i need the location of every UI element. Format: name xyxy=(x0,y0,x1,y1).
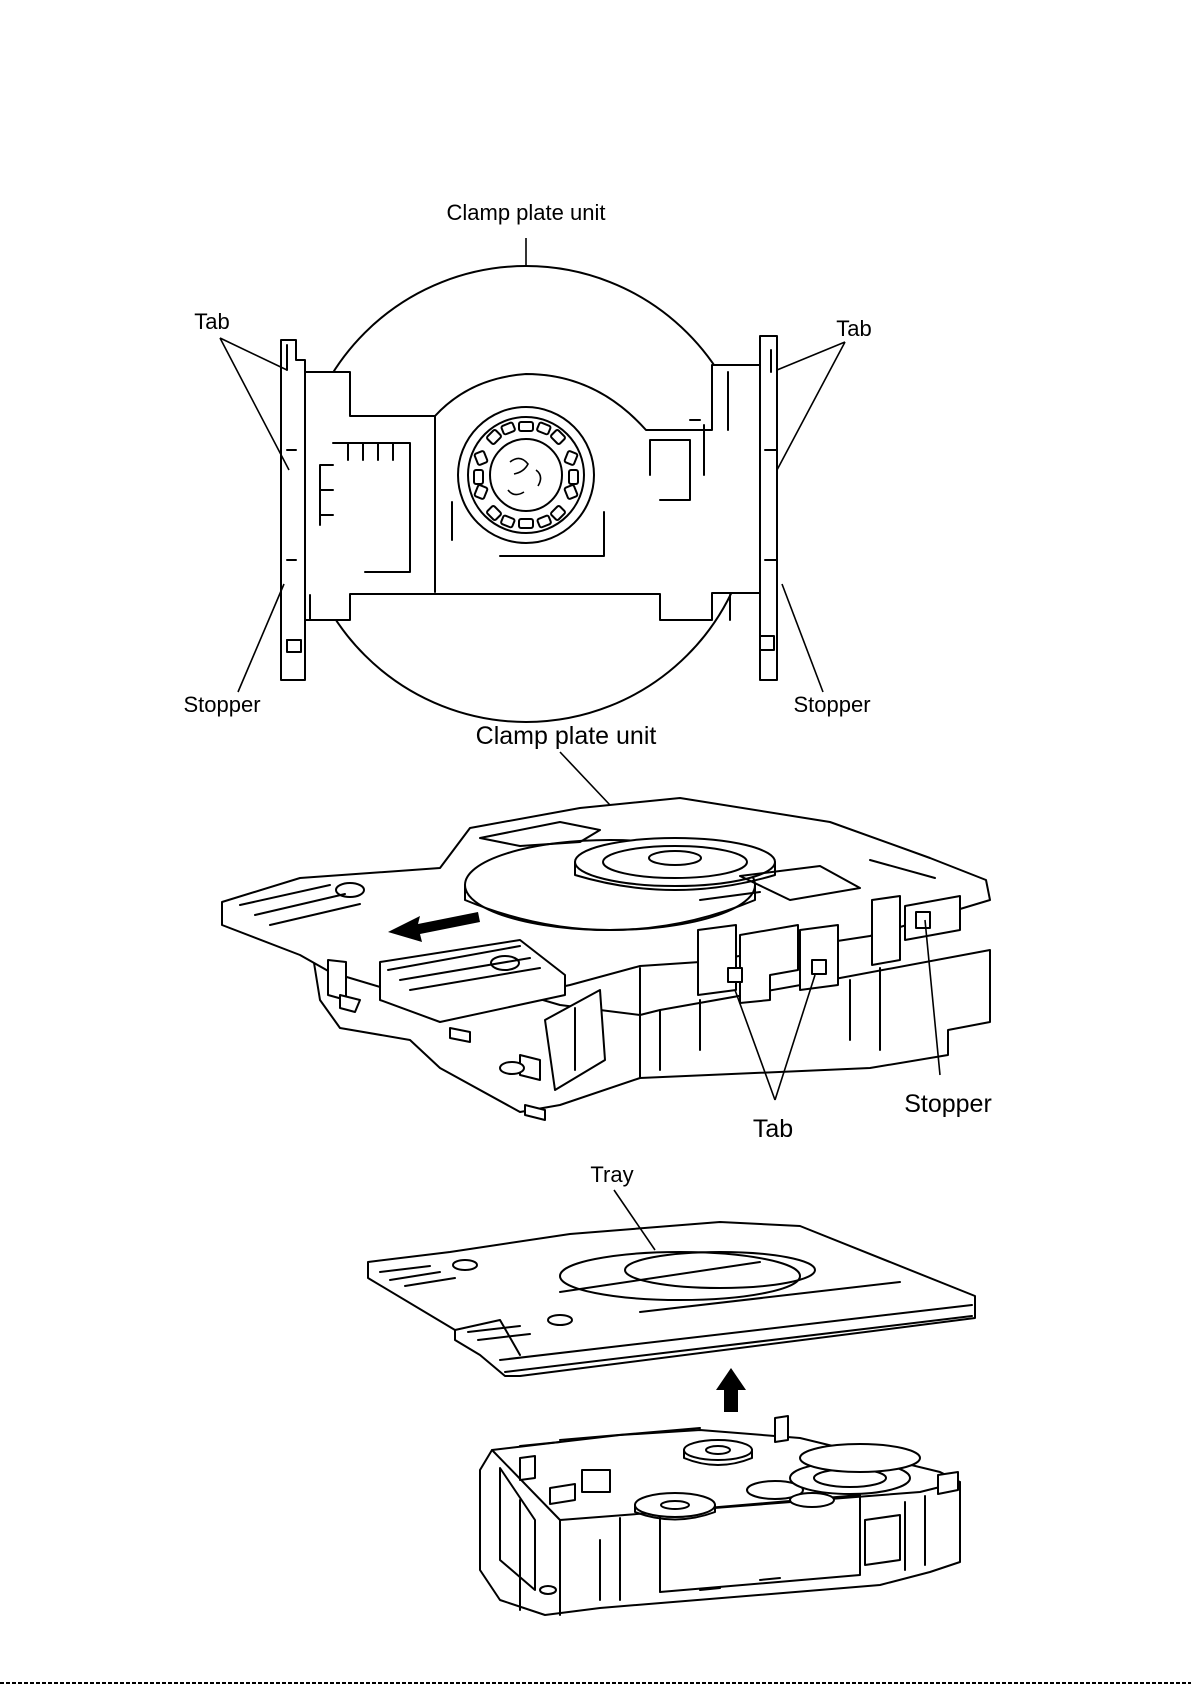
label-stopper-iso: Stopper xyxy=(904,1090,992,1118)
clamp-plate-body xyxy=(305,365,760,620)
figure-tray-removal: Tray xyxy=(368,1162,975,1615)
label-clamp-plate-unit-top: Clamp plate unit xyxy=(447,200,606,225)
label-clamp-plate-unit-iso: Clamp plate unit xyxy=(476,722,657,750)
label-tab-right: Tab xyxy=(836,316,871,341)
figure-top-view: Clamp plate unit Tab Tab Stopper Stopper xyxy=(183,200,871,722)
figure-clamp-removal: Clamp plate unit Tab Stopper xyxy=(222,722,992,1143)
label-stopper-right: Stopper xyxy=(793,692,870,717)
label-tab-left: Tab xyxy=(194,309,229,334)
label-stopper-left: Stopper xyxy=(183,692,260,717)
label-tab-iso: Tab xyxy=(753,1115,793,1143)
label-tray: Tray xyxy=(590,1162,633,1187)
lift-direction-arrow xyxy=(716,1368,746,1412)
